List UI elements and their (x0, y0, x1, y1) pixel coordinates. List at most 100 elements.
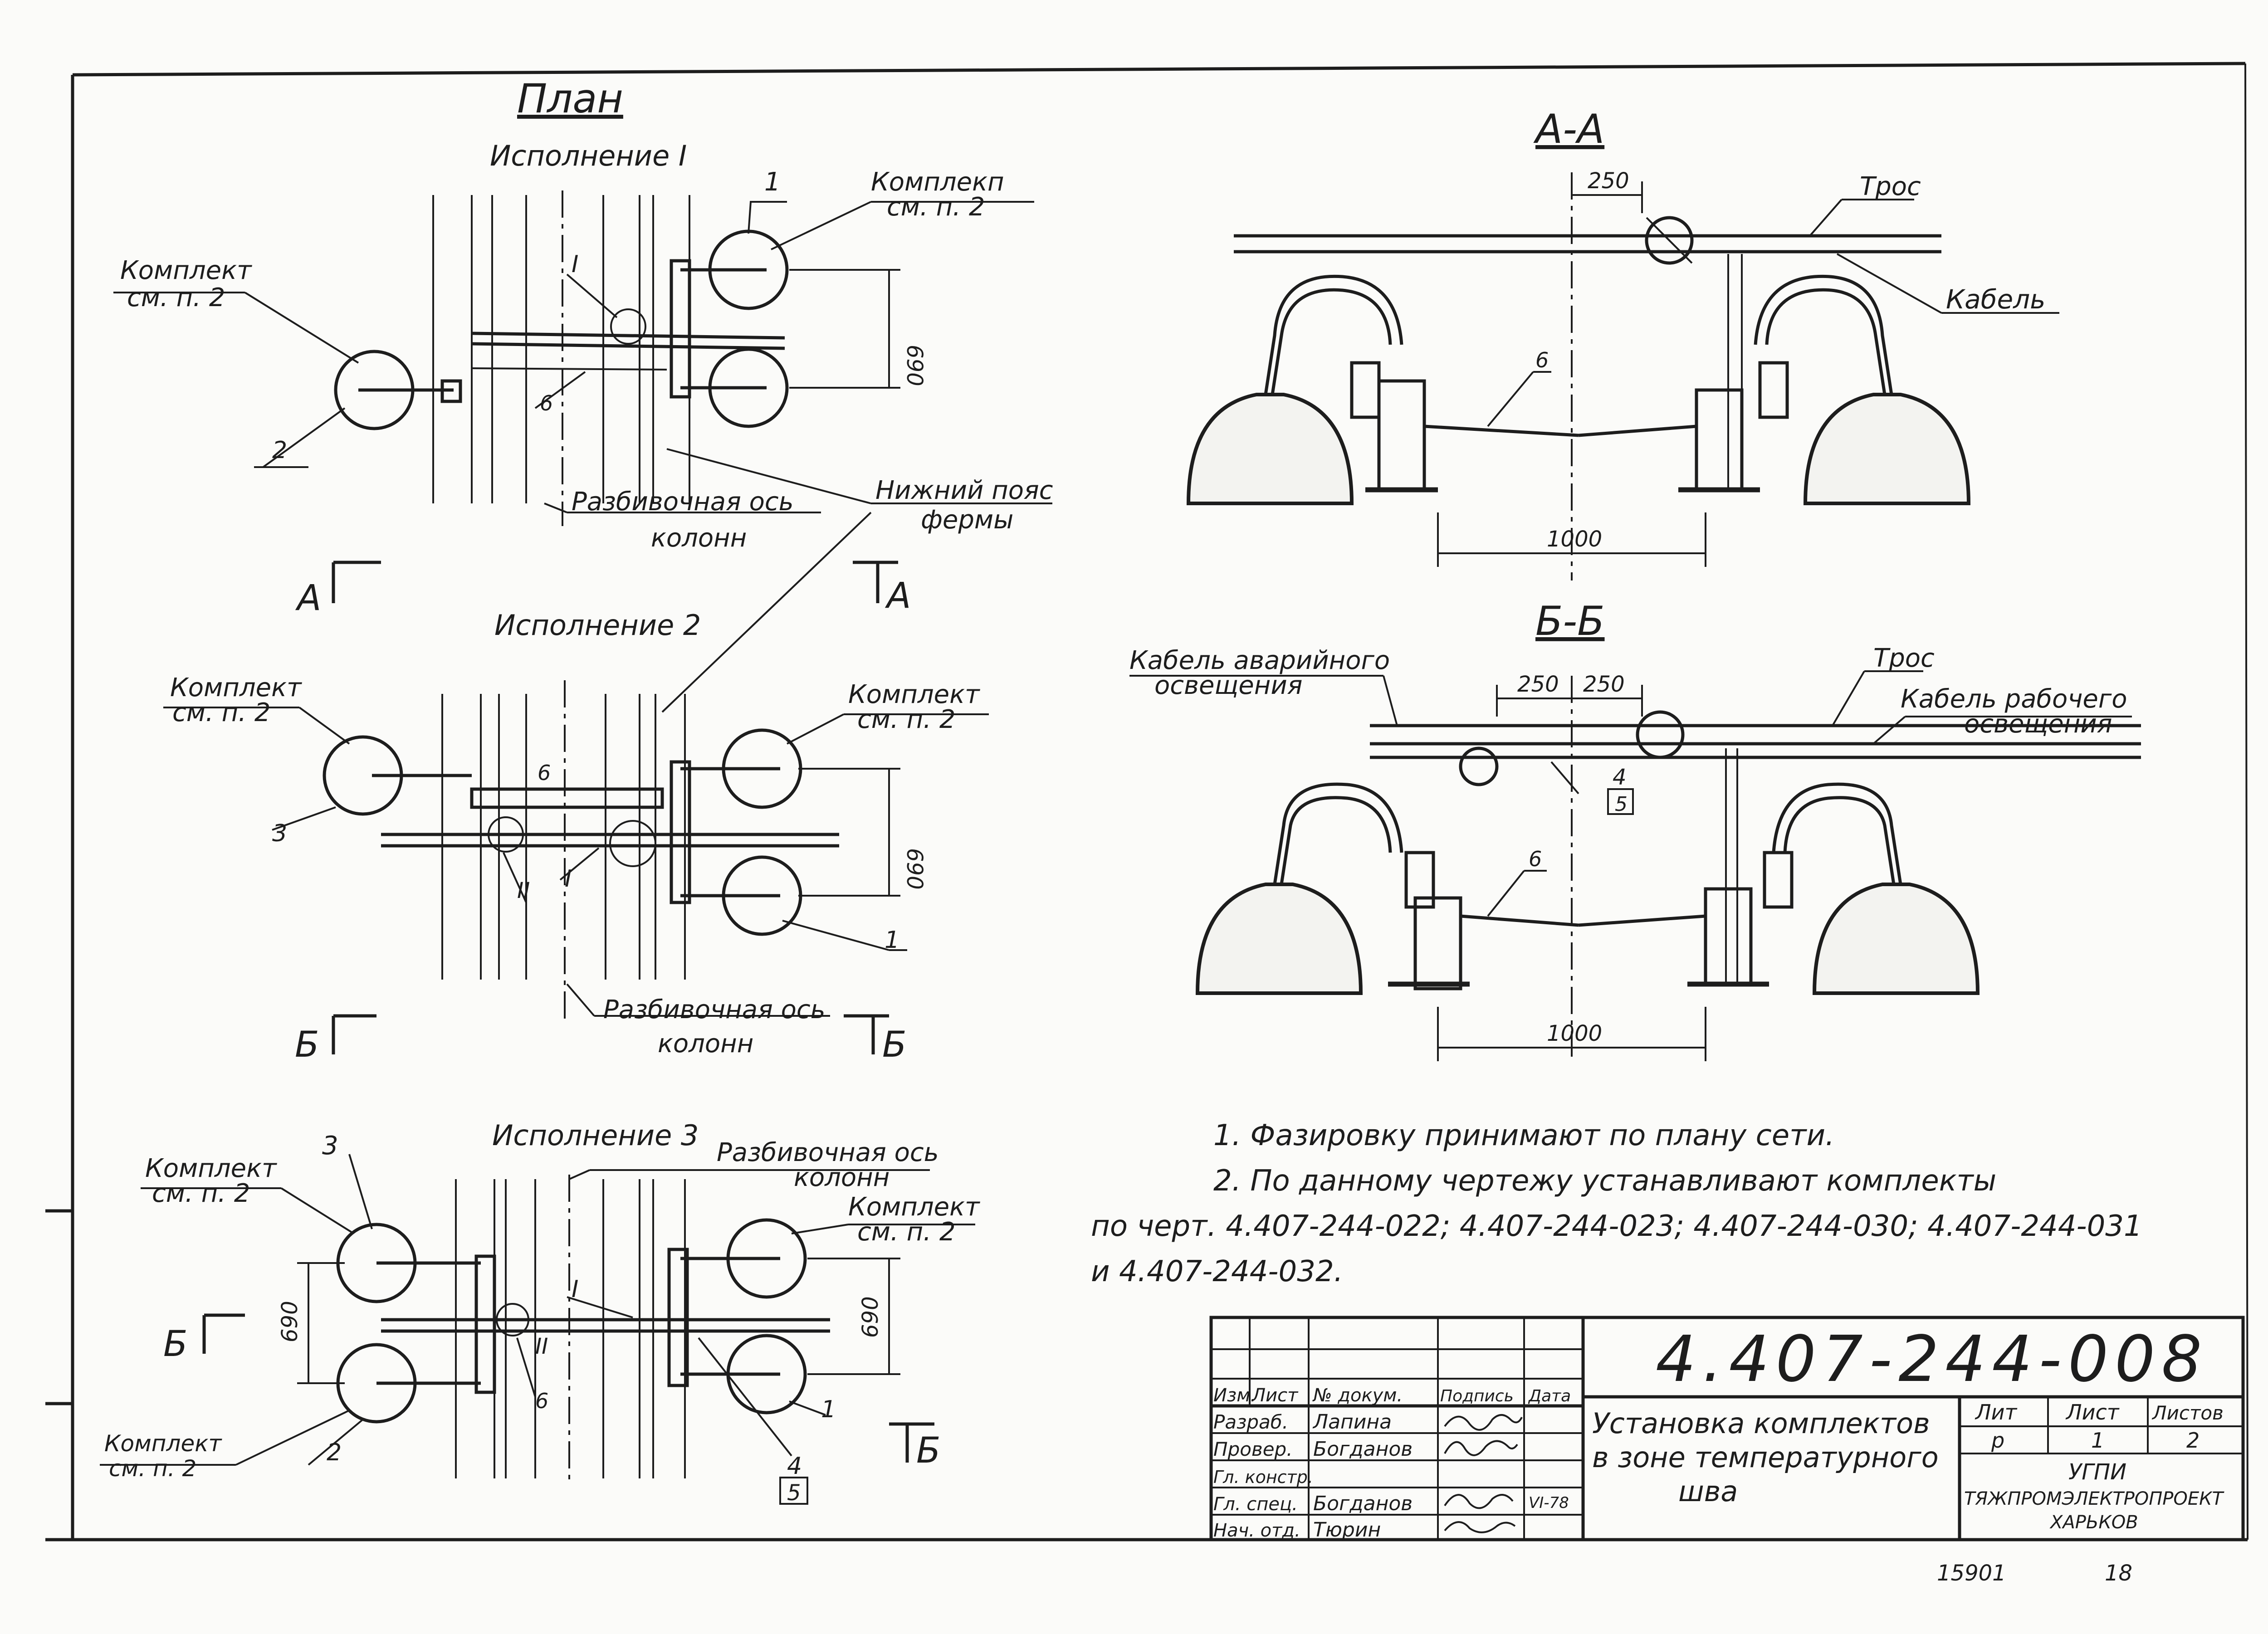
truss-label-1: Нижний пояс (875, 476, 1053, 505)
signature-nach-otd (1444, 1521, 1516, 1533)
tb-org-2: ТЯЖПРОМЭЛЕКТРОПРОЕКТ (1964, 1488, 2225, 1509)
section-bb-working-2: освещения (1964, 709, 2112, 739)
cut-b3-right: Б (916, 1430, 941, 1471)
variant-3-item-6: 6 (535, 1389, 548, 1413)
tb-org-1: УГПИ (2068, 1459, 2126, 1485)
section-bb-item-5: 5 (1615, 793, 1628, 816)
plan-title: План (517, 75, 623, 122)
section-bb-dim-250b: 250 (1583, 672, 1625, 697)
truss-label-2: фермы (921, 505, 1013, 535)
variant-1-axis-label-1: Разбивочная ось (572, 487, 794, 517)
variant-2-item-3: 3 (272, 820, 287, 847)
variant-2-node-II: II (517, 878, 530, 903)
note-1: 1. Фазировку принимают по плану сети. (1213, 1119, 1834, 1152)
section-bb-tros: Трос (1873, 644, 1935, 673)
footer-archive-number: 15901 (1937, 1561, 2006, 1586)
section-aa-dim-250: 250 (1588, 168, 1629, 194)
variant-3-item-1: 1 (821, 1396, 836, 1423)
variant-1-node-I: I (572, 251, 578, 278)
tb-role-4: Нач. отд. (1213, 1520, 1300, 1541)
tb-head-ndoc: № докум. (1312, 1385, 1403, 1406)
section-bb-emergency-1: Кабель аварийного (1129, 646, 1390, 675)
section-bb-working-1: Кабель рабочего (1901, 684, 2127, 714)
variant-1-axis-label-2: колонн (651, 523, 747, 553)
tb-listov-head: Листов (2151, 1402, 2224, 1424)
tb-role-2: Гл. констр. (1213, 1467, 1313, 1487)
cut-b3-left: Б (163, 1324, 188, 1365)
variant-3-item-4: 4 (787, 1453, 802, 1480)
variant-3-right-kit-ref: см. п. 2 (857, 1217, 955, 1247)
tb-list-head: Лист (2065, 1400, 2120, 1424)
variant-2-left-kit-label: Комплект (170, 673, 302, 702)
variant-3-lower-kit-ref: см. п. 2 (109, 1455, 196, 1482)
plan-variant-1: Исполнение I (113, 139, 1053, 553)
section-aa-title: А-А (1533, 106, 1604, 152)
tb-title-3: шва (1678, 1475, 1738, 1508)
variant-3-dim-690-left: 690 (277, 1301, 303, 1342)
variant-3-item-5: 5 (787, 1480, 801, 1506)
sheet-frame (45, 62, 2248, 1541)
note-2-line-2: по черт. 4.407-244-022; 4.407-244-023; 4… (1091, 1210, 2142, 1243)
section-bb-title: Б-Б (1535, 598, 1605, 644)
tb-name-4: Тюрин (1313, 1518, 1381, 1541)
variant-1-left-kit-label: Комплект (120, 256, 252, 285)
tb-title-2: в зоне температурного (1592, 1441, 1939, 1474)
variant-3-item-3: 3 (322, 1131, 338, 1161)
tb-name-1: Богданов (1313, 1438, 1413, 1461)
tb-org-3: ХАРЬКОВ (2049, 1512, 2138, 1533)
note-2: 2. По данному чертежу устанавливают комп… (1213, 1164, 1996, 1198)
variant-3-right-kit-label: Комплект (848, 1192, 980, 1222)
variant-1-item-1: 1 (764, 167, 781, 197)
general-notes: 1. Фазировку принимают по плану сети. 2.… (1091, 1119, 2142, 1288)
variant-2-right-kit-label: Комплект (848, 680, 980, 709)
signature-prover (1444, 1440, 1518, 1456)
variant-3-dim-690-right: 690 (858, 1296, 883, 1338)
section-bb-item-6: 6 (1529, 847, 1542, 871)
variant-3-node-II: II (535, 1334, 548, 1359)
variant-1-title: Исполнение I (490, 139, 687, 172)
variant-2-axis-label-1: Разбивочная ось (603, 995, 826, 1024)
variant-3-node-I: I (572, 1276, 578, 1303)
variant-2-dim-690: 690 (902, 848, 927, 890)
cut-b-right: Б (882, 1024, 907, 1065)
plan-variant-3: Исполнение 3 (100, 1119, 980, 1506)
cut-b-left: Б (295, 1024, 319, 1065)
tb-list: 1 (2091, 1428, 2104, 1453)
tb-head-podp: Подпись (1440, 1387, 1514, 1405)
signature-razrab (1444, 1414, 1523, 1431)
variant-1-dim-690: 690 (902, 345, 927, 386)
variant-1-kit-ref: см. п. 2 (887, 192, 985, 222)
cut-a-right: А (885, 576, 911, 616)
variant-3-axis-label-2: колонн (794, 1163, 890, 1192)
section-bb-emergency-2: освещения (1154, 671, 1302, 700)
tb-role-1: Провер. (1213, 1438, 1293, 1460)
tb-lit-head: Лит (1975, 1400, 2017, 1424)
signature-gl-spec (1444, 1494, 1514, 1509)
section-aa-kabel: Кабель (1946, 284, 2045, 315)
tb-listov: 2 (2186, 1428, 2200, 1453)
section-aa-dim-1000: 1000 (1547, 527, 1602, 552)
cut-a-left: А (295, 578, 321, 619)
variant-2-title: Исполнение 2 (494, 609, 701, 642)
variant-3-item-2: 2 (327, 1439, 342, 1466)
variant-1-left-kit-ref: см. п. 2 (127, 283, 225, 312)
tb-date-gl-spec: VI-78 (1529, 1494, 1569, 1512)
tb-title-1: Установка комплектов (1592, 1407, 1930, 1440)
tb-lit: р (1991, 1428, 2004, 1453)
tb-head-list: Лист (1251, 1385, 1299, 1406)
section-aa-tros: Трос (1860, 172, 1921, 201)
title-block: Изм. Лист № докум. Подпись Дата Разраб. … (1209, 1316, 2245, 1541)
footer-page-number: 18 (2105, 1561, 2132, 1586)
section-bb-dim-250a: 250 (1517, 672, 1559, 697)
section-aa-item-6: 6 (1535, 348, 1549, 372)
variant-3-axis-label-1: Разбивочная ось (717, 1138, 939, 1167)
variant-1-item-6: 6 (540, 391, 553, 415)
tb-doc-number: 4.407-244-008 (1656, 1322, 2208, 1396)
cut-marks-b-variant-3: Б Б (163, 1313, 941, 1471)
variant-2-axis-label-2: колонн (658, 1029, 753, 1058)
variant-2-left-kit-ref: см. п. 2 (172, 698, 270, 727)
section-bb-dim-1000: 1000 (1547, 1021, 1602, 1046)
cut-marks-b: Б Б (295, 1014, 907, 1065)
tb-role-0: Разраб. (1213, 1411, 1288, 1433)
